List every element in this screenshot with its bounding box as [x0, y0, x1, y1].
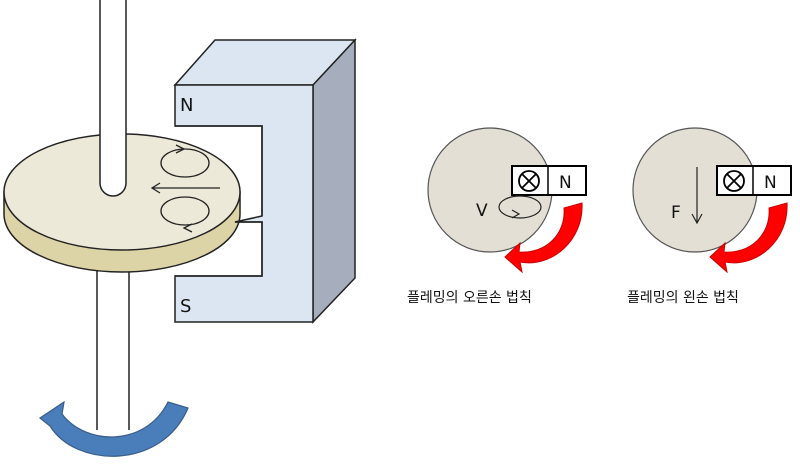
- force-label: F: [671, 203, 681, 223]
- magnet-gap-inner: [175, 125, 263, 216]
- right-hand-rule-diagram: N V 플레밍의 오른손 법칙: [407, 127, 587, 306]
- magnet-box: [511, 165, 587, 196]
- into-page-icon: [723, 170, 745, 192]
- left-hand-rule-diagram: N F 플레밍의 왼손 법칙: [627, 127, 792, 306]
- magnet-south-label: S: [180, 296, 191, 317]
- current-loop: [498, 195, 542, 219]
- velocity-label: V: [476, 201, 488, 221]
- magnet-side-face: [312, 38, 356, 324]
- disk-generator-illustration: N S: [3, 0, 357, 457]
- caption-right-hand-rule: 플레밍의 오른손 법칙: [407, 290, 532, 306]
- magnet-box: [716, 165, 792, 196]
- rotating-disk: [3, 133, 241, 273]
- magnet-north-label: N: [180, 95, 193, 116]
- rotation-arrow-blue: [38, 400, 189, 457]
- magnet-north-label: N: [559, 173, 572, 193]
- caption-left-hand-rule: 플레밍의 왼손 법칙: [627, 290, 739, 306]
- shaft-bottom: [96, 270, 130, 430]
- shaft-top: [99, 0, 127, 197]
- loop-arrowhead: [511, 209, 521, 219]
- magnet-lower-jaw: [175, 221, 263, 277]
- into-page-icon: [518, 170, 540, 192]
- force-arrow: [691, 167, 703, 225]
- rotation-arrow-red: [504, 202, 583, 274]
- eddy-current-loops: [150, 144, 220, 233]
- rotation-arrow-red: [709, 202, 788, 274]
- magnet-north-label: N: [764, 173, 777, 193]
